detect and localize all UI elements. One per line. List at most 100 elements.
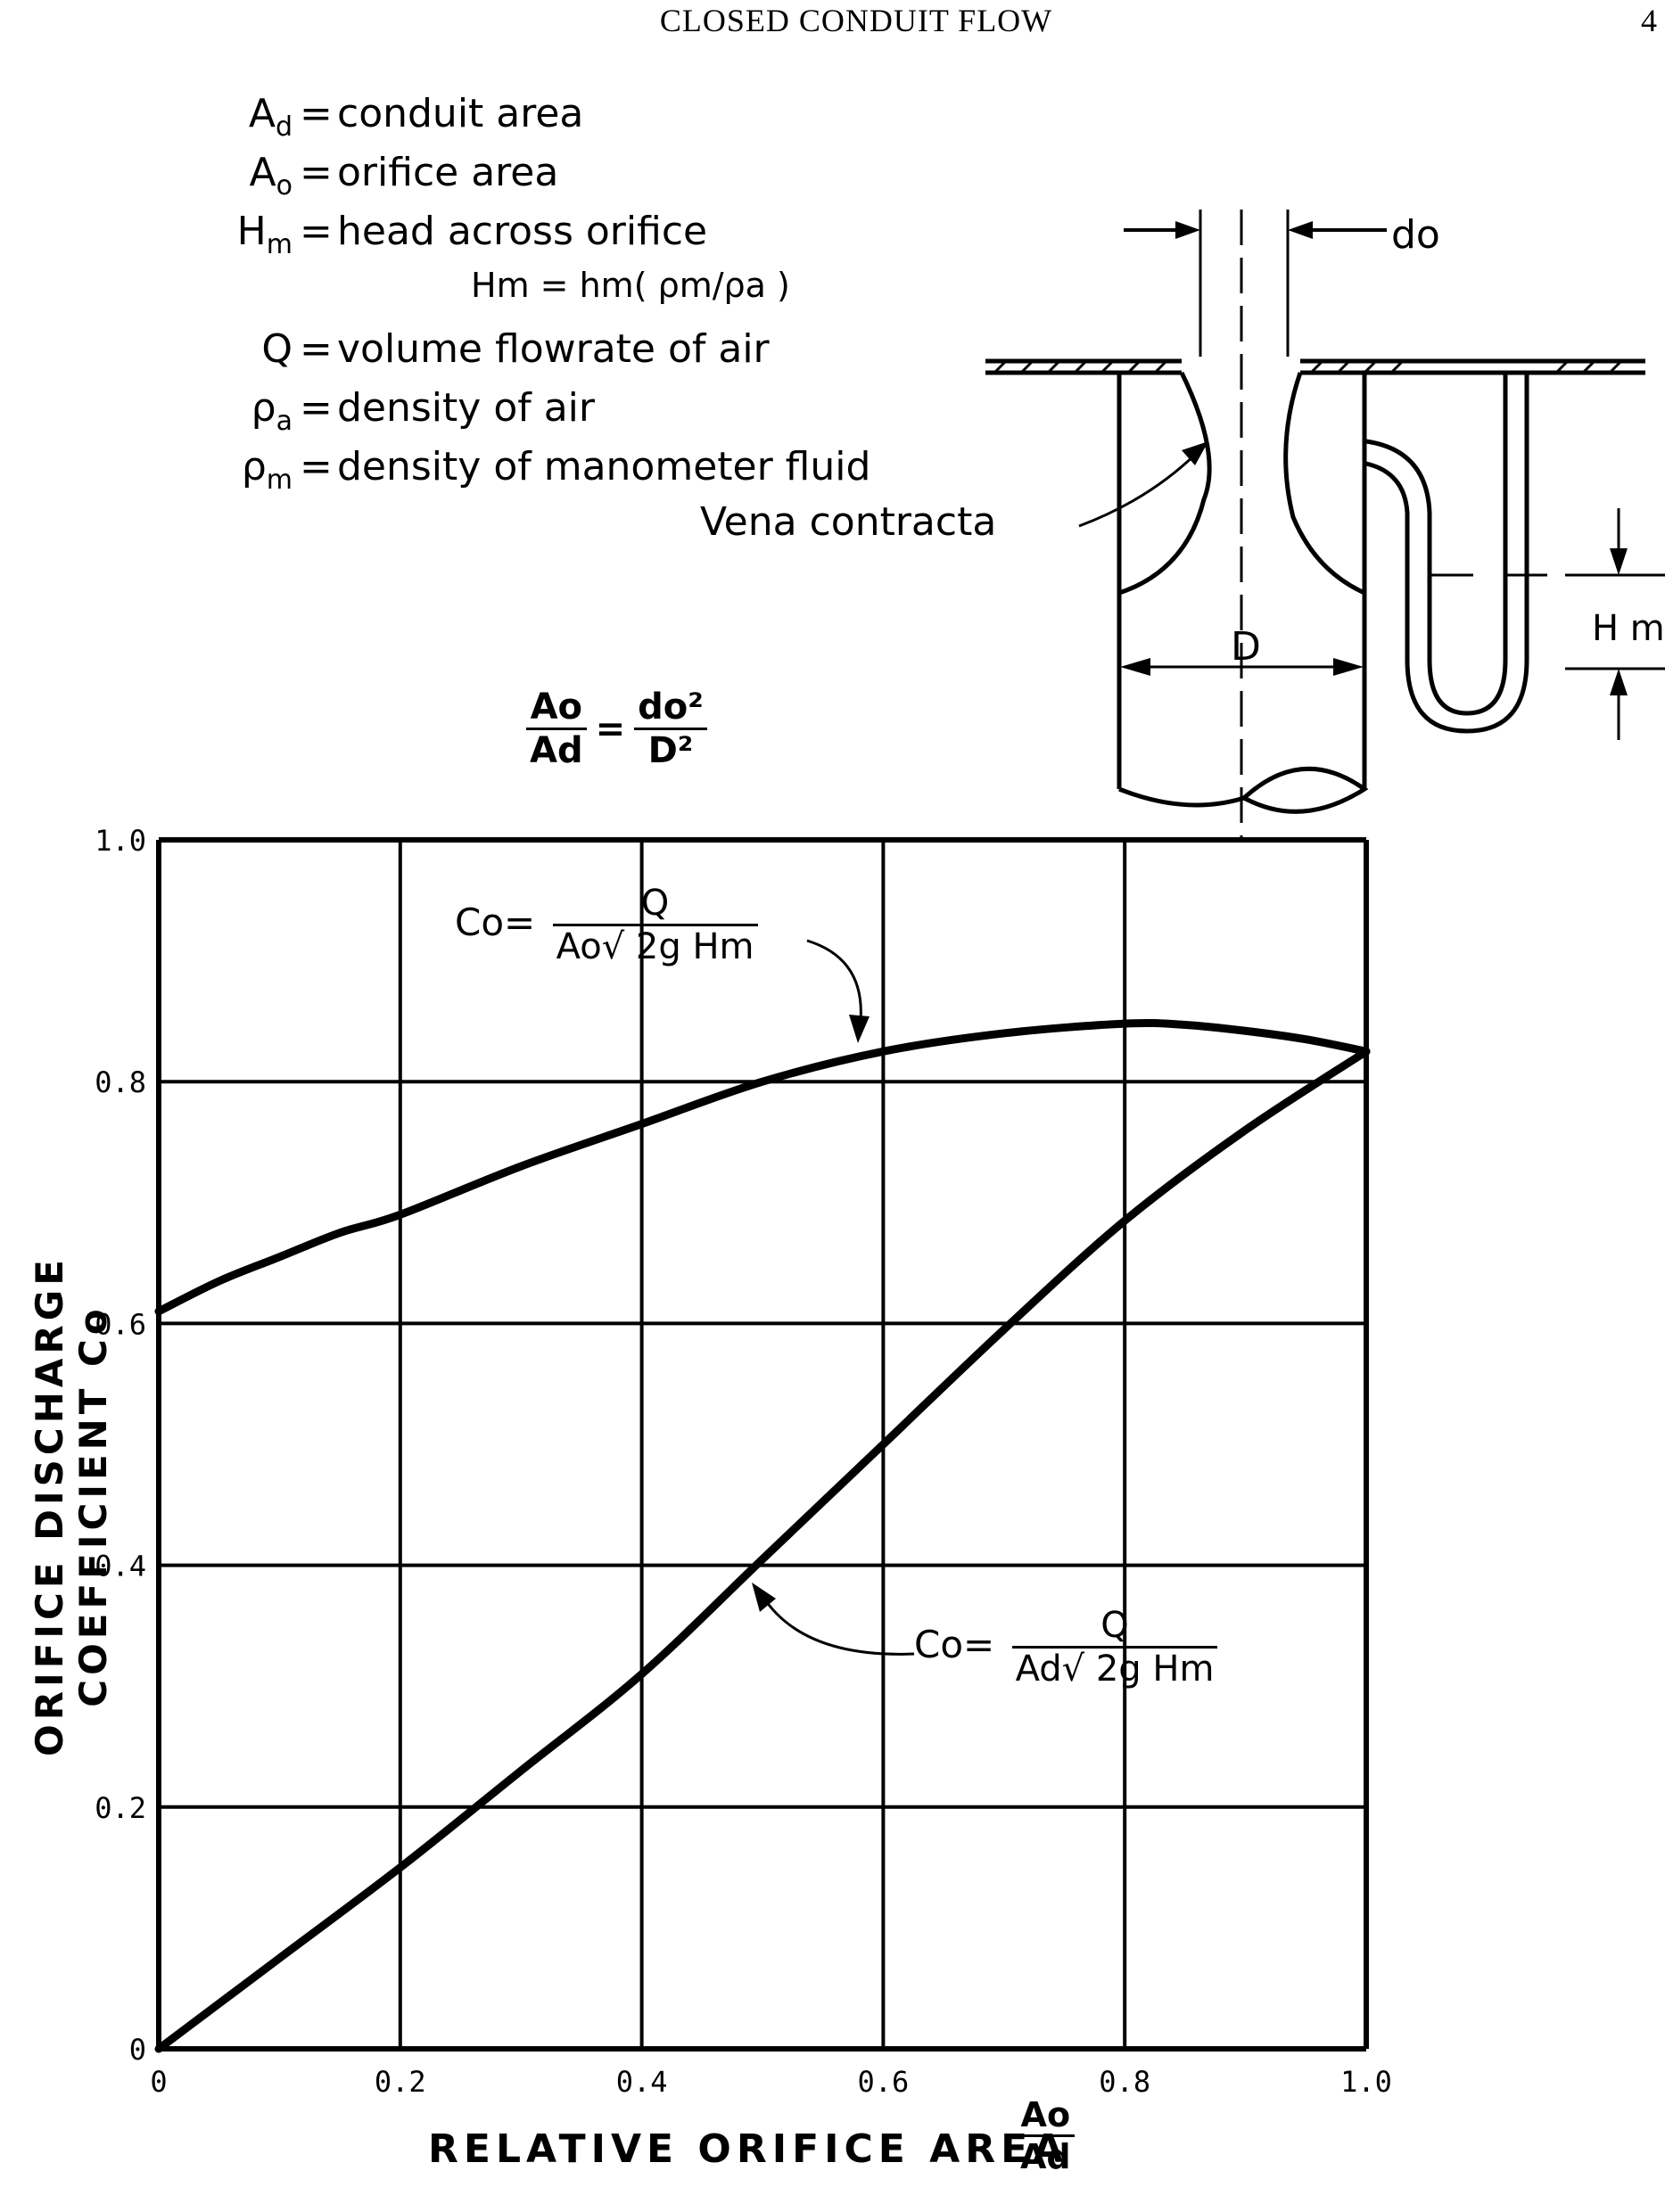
- legend-symbol: Hm: [236, 209, 293, 260]
- manometer-outer: [1365, 373, 1508, 716]
- legend-row: Ad=conduit area: [159, 87, 961, 146]
- conduit-section-ellipse: [1242, 766, 1369, 814]
- orifice-diagram: [985, 210, 1665, 843]
- legend-symbol: Ao: [249, 150, 293, 201]
- y-axis-title: ORIFICE DISCHARGE COEFFICIENT Co: [28, 1255, 115, 1756]
- legend-equals: =: [300, 385, 333, 431]
- upper-label-num: Q: [552, 883, 758, 926]
- diagram-labels: D do H m: [1231, 212, 1665, 670]
- vena-contracta-label: Vena contracta: [700, 499, 997, 545]
- legend-symbol: ρa: [251, 385, 293, 437]
- ratio-den-1: Ad: [530, 730, 583, 771]
- y-tick-label: 0.8: [95, 1065, 146, 1099]
- x-axis-fraction-num: Ao: [1017, 2095, 1075, 2137]
- lower-label-num: Q: [1011, 1605, 1218, 1649]
- legend-symbol: Ad: [248, 91, 293, 143]
- legend-symbol-subscript: o: [276, 169, 293, 201]
- legend-equals: =: [300, 209, 333, 254]
- upper-label-lhs: Co=: [455, 900, 536, 944]
- legend-text: conduit area: [337, 91, 584, 136]
- ratio-fraction-2: do² D²: [634, 687, 707, 771]
- legend-equals: =: [300, 444, 333, 489]
- y-tick-label: 0: [129, 2033, 146, 2067]
- upper-label-den: Ao√ 2g Hm: [556, 926, 754, 967]
- legend-equals: =: [300, 326, 333, 372]
- legend-text: density of manometer fluid: [337, 444, 871, 489]
- legend-row: Hm=head across orifice: [159, 205, 961, 264]
- y-tick-label: 0.2: [95, 1791, 146, 1825]
- x-tick-label: 0.4: [616, 2065, 668, 2099]
- legend-row: Q=volume flowrate of air: [159, 323, 961, 382]
- hm-label: H m: [1592, 608, 1665, 649]
- lower-label-arrow: [752, 1583, 776, 1612]
- legend-text: density of air: [337, 385, 595, 431]
- page-header: CLOSED CONDUIT FLOW 4: [0, 0, 1665, 53]
- page-title: CLOSED CONDUIT FLOW: [659, 3, 1053, 38]
- x-tick-label: 1.0: [1340, 2065, 1392, 2099]
- chart: 0 0.2 0.4 0.6 0.8 1.0 0 0.2 0.4 0.6 0.8 1.0: [95, 824, 1392, 2099]
- lower-label-leader: [761, 1595, 915, 1656]
- x-axis-title: RELATIVE ORIFICE AREA: [428, 2126, 1069, 2172]
- vena-leader-arrow: [1182, 441, 1208, 465]
- vena-contracta-left: [1118, 371, 1212, 596]
- ratio-num-1: Ao: [526, 687, 587, 730]
- lower-curve-label: Co= Q Ad√ 2g Hm: [914, 1605, 1218, 1690]
- hm-arrowhead-top: [1610, 548, 1628, 575]
- d-arrowhead-right: [1333, 658, 1364, 676]
- x-axis-fraction-den: Ad: [1020, 2137, 1071, 2176]
- y-tick-label: 0.6: [95, 1307, 146, 1341]
- legend-row: Hm = hm( ρm/ρa ): [159, 264, 961, 323]
- legend-symbol: ρm: [241, 444, 293, 496]
- ratio-den-2: D²: [647, 730, 694, 771]
- manometer-inner: [1365, 373, 1529, 734]
- legend-formula: Hm = hm( ρm/ρa ): [471, 266, 790, 305]
- legend-equals: =: [300, 91, 333, 136]
- legend-symbol-subscript: m: [266, 228, 293, 260]
- legend-symbol-subscript: d: [275, 111, 293, 143]
- page-number: 4: [1641, 3, 1657, 38]
- ratio-num-2: do²: [634, 687, 707, 730]
- conduit-bottom-curve: [1118, 786, 1245, 808]
- x-axis-fraction: Ao Ad: [1017, 2095, 1075, 2176]
- lower-label-fraction: Q Ad√ 2g Hm: [1011, 1605, 1218, 1690]
- plate-hatching: [993, 359, 1623, 374]
- legend-text: head across orifice: [337, 209, 708, 254]
- y-tick-label: 1.0: [95, 824, 146, 858]
- lower-label-den: Ad√ 2g Hm: [1015, 1649, 1215, 1690]
- ratio-fraction-1: Ao Ad: [526, 687, 587, 771]
- upper-curve-label: Co= Q Ao√ 2g Hm: [455, 883, 758, 967]
- chart-series: [154, 1018, 1371, 2053]
- x-tick-label: 0.8: [1099, 2065, 1150, 2099]
- legend-equals: =: [300, 150, 333, 195]
- chart-grid: [156, 837, 1369, 2052]
- upper-label-leader: [806, 939, 862, 1022]
- x-tick-label: 0.6: [858, 2065, 910, 2099]
- y-tick-label: 0.4: [95, 1550, 146, 1583]
- chart-annotation-arrows: [752, 939, 915, 1656]
- d-arrowhead-left: [1120, 658, 1150, 676]
- do-arrowhead-right: [1288, 221, 1313, 239]
- vena-leader: [1078, 448, 1201, 528]
- legend-text: volume flowrate of air: [337, 326, 770, 372]
- ratio-equals: =: [595, 708, 626, 750]
- series-line-0: [154, 1018, 1371, 1316]
- d-label: D: [1231, 624, 1261, 670]
- lower-label-lhs: Co=: [914, 1623, 995, 1666]
- legend-text: orifice area: [337, 150, 559, 195]
- do-label: do: [1391, 212, 1440, 258]
- upper-label-arrow: [849, 1015, 870, 1043]
- legend-row: ρm=density of manometer fluid: [159, 440, 961, 499]
- chart-ticks: 0 0.2 0.4 0.6 0.8 1.0 0 0.2 0.4 0.6 0.8 1.0: [95, 824, 1392, 2099]
- legend-row: ρa=density of air: [159, 382, 961, 440]
- x-tick-label: 0.2: [375, 2065, 426, 2099]
- hm-arrowhead-bottom: [1610, 669, 1628, 695]
- area-ratio-formula: Ao Ad = do² D²: [526, 687, 707, 771]
- do-arrowhead-left: [1175, 221, 1200, 239]
- legend-symbol: Q: [261, 326, 293, 372]
- legend-symbol-subscript: m: [266, 464, 293, 496]
- legend-row: Ao=orifice area: [159, 146, 961, 205]
- vena-contracta-right: [1283, 372, 1366, 596]
- x-tick-label: 0: [150, 2065, 167, 2099]
